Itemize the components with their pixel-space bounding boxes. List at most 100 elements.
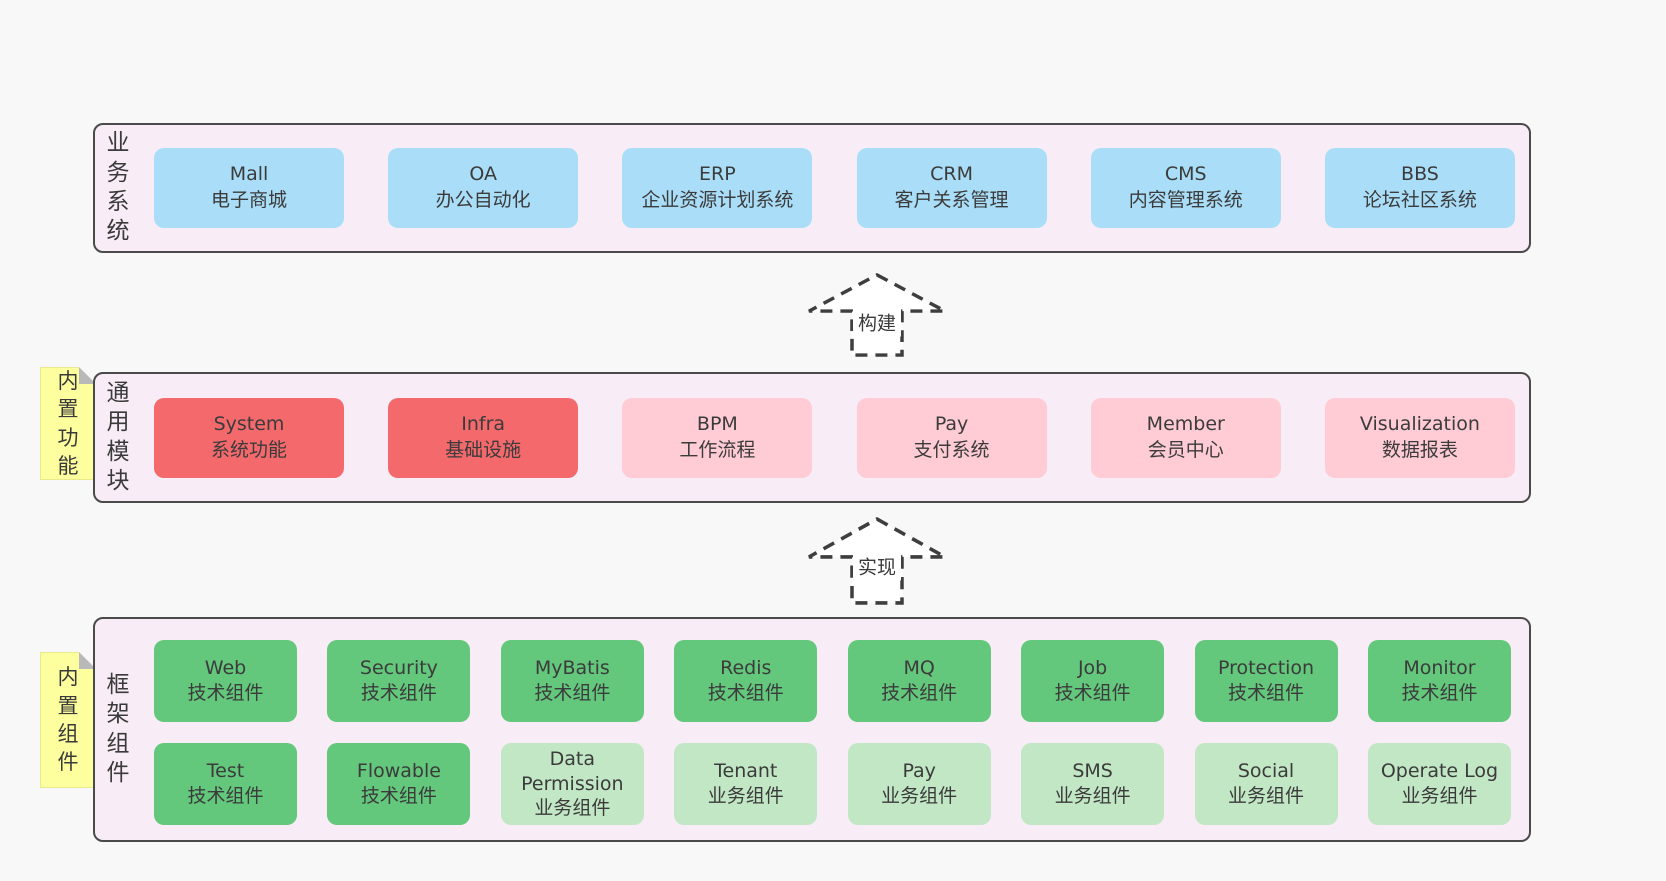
box-title: System bbox=[213, 412, 285, 435]
box-subtitle: 技术组件 bbox=[187, 785, 264, 807]
business-box-row: Mall 电子商城 OA 办公自动化 ERP 企业资源计划系统 CRM 客户关系管理 CMS 内容… bbox=[154, 125, 1515, 251]
box-subtitle: 系统功能 bbox=[210, 438, 287, 461]
build-arrow: 构建 bbox=[806, 272, 948, 358]
box-title: Visualization bbox=[1359, 412, 1480, 435]
box-subtitle: 工作流程 bbox=[679, 438, 756, 461]
box-title: Monitor bbox=[1403, 657, 1476, 680]
box-title: CMS bbox=[1164, 163, 1207, 186]
box-subtitle: 办公自动化 bbox=[435, 189, 531, 211]
box-title: Job bbox=[1077, 657, 1108, 680]
framework-components-label: 框架组件 bbox=[106, 671, 130, 786]
box-subtitle: 业务组件 bbox=[1228, 785, 1305, 807]
modules-box-member: Member 会员中心 bbox=[1090, 397, 1281, 478]
modules-box-system: System 系统功能 bbox=[154, 397, 344, 478]
box-title: Infra bbox=[461, 412, 506, 435]
business-systems-panel: 业务系统 Mall 电子商城 OA 办公自动化 ERP 企业资源计划系统 CRM 客户关系管理… bbox=[93, 123, 1531, 253]
business-box-erp: ERP 企业资源计划系统 bbox=[622, 148, 813, 228]
box-subtitle: 业务组件 bbox=[1054, 785, 1131, 807]
box-title: Member bbox=[1146, 412, 1225, 435]
implement-arrow: 实现 bbox=[806, 516, 948, 606]
builtin-features-note: 内置功能 bbox=[40, 367, 96, 480]
box-subtitle: 技术组件 bbox=[1228, 682, 1305, 704]
box-title: Redis bbox=[720, 657, 772, 680]
modules-box-row: System 系统功能 Infra 基础设施 BPM 工作流程 Pay 支付系统 Member 会… bbox=[154, 374, 1515, 501]
common-modules-panel: 通用模块 System 系统功能 Infra 基础设施 BPM 工作流程 Pay 支付系统 Me… bbox=[93, 372, 1531, 503]
box-subtitle: 技术组件 bbox=[360, 682, 437, 704]
box-title: Social bbox=[1237, 760, 1295, 783]
business-systems-label: 业务系统 bbox=[106, 130, 130, 245]
modules-box-bpm: BPM 工作流程 bbox=[622, 397, 813, 478]
box-subtitle: 电子商城 bbox=[210, 189, 287, 211]
box-subtitle: 会员中心 bbox=[1147, 438, 1224, 461]
box-subtitle: 技术组件 bbox=[1054, 682, 1131, 704]
box-title: Web bbox=[204, 657, 247, 680]
box-subtitle: 业务组件 bbox=[1401, 785, 1478, 807]
box-title: Flowable bbox=[356, 760, 441, 783]
box-title: BPM bbox=[696, 412, 738, 435]
common-modules-label: 通用模块 bbox=[106, 379, 130, 494]
box-title: ERP bbox=[699, 163, 736, 186]
box-title: Security bbox=[359, 657, 438, 680]
box-subtitle: 业务组件 bbox=[881, 785, 958, 807]
box-subtitle: 客户关系管理 bbox=[894, 189, 1009, 211]
box-title: OA bbox=[469, 163, 497, 186]
modules-box-infra: Infra 基础设施 bbox=[388, 397, 579, 478]
box-title: Mall bbox=[229, 163, 269, 186]
box-title: Tenant bbox=[714, 760, 778, 783]
box-subtitle: 业务组件 bbox=[707, 785, 784, 807]
business-box-mall: Mall 电子商城 bbox=[154, 148, 344, 228]
box-title: Operate Log bbox=[1380, 760, 1499, 783]
box-subtitle: 业务组件 bbox=[534, 797, 611, 820]
business-box-crm: CRM 客户关系管理 bbox=[856, 148, 1047, 228]
box-subtitle: 技术组件 bbox=[881, 682, 958, 704]
box-subtitle: 论坛社区系统 bbox=[1362, 189, 1477, 211]
box-title: Pay bbox=[902, 760, 936, 783]
business-box-cms: CMS 内容管理系统 bbox=[1090, 148, 1281, 228]
box-title: CRM bbox=[930, 163, 973, 186]
box-title: MQ bbox=[903, 657, 935, 680]
box-subtitle: 支付系统 bbox=[913, 438, 990, 461]
implement-arrow-label: 实现 bbox=[852, 551, 902, 581]
box-subtitle: 技术组件 bbox=[707, 682, 784, 704]
box-title: Test bbox=[206, 760, 245, 783]
box-subtitle: 内容管理系统 bbox=[1128, 189, 1243, 211]
box-subtitle: 技术组件 bbox=[534, 682, 611, 704]
build-arrow-label: 构建 bbox=[852, 307, 902, 337]
box-subtitle: 技术组件 bbox=[187, 682, 264, 704]
box-subtitle: 技术组件 bbox=[360, 785, 437, 807]
modules-box-visualization: Visualization 数据报表 bbox=[1324, 397, 1515, 478]
box-title: BBS bbox=[1401, 163, 1439, 186]
box-subtitle: 数据报表 bbox=[1381, 438, 1458, 461]
box-title: SMS bbox=[1072, 760, 1113, 783]
box-title: MyBatis bbox=[534, 657, 610, 680]
box-title: Protection bbox=[1217, 657, 1315, 680]
box-title: Pay bbox=[934, 412, 969, 435]
box-subtitle: 基础设施 bbox=[445, 438, 522, 461]
box-title: Data Permission bbox=[521, 747, 624, 795]
box-subtitle: 技术组件 bbox=[1401, 682, 1478, 704]
business-box-bbs: BBS 论坛社区系统 bbox=[1324, 148, 1515, 228]
builtin-components-note: 内置组件 bbox=[40, 652, 96, 788]
box-subtitle: 企业资源计划系统 bbox=[641, 189, 794, 211]
business-box-oa: OA 办公自动化 bbox=[388, 148, 579, 228]
